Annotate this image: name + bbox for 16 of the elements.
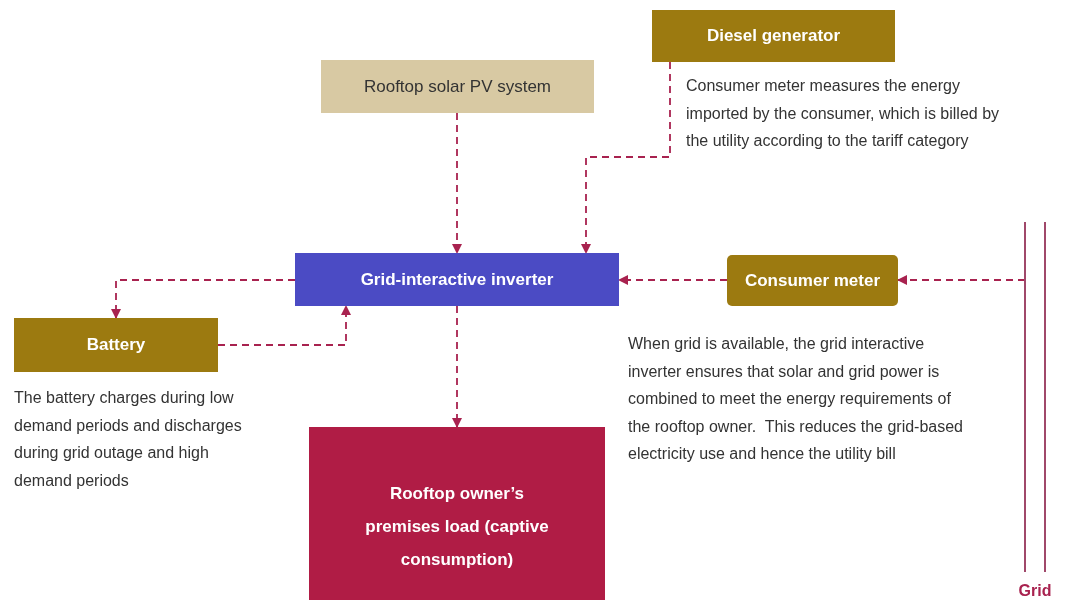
process-box: Rooftop solar PV system bbox=[321, 60, 594, 113]
arrow bbox=[452, 305, 462, 428]
arrow bbox=[581, 61, 671, 254]
arrow bbox=[897, 275, 1026, 285]
arrow bbox=[111, 279, 296, 319]
process-box: Consumer meter bbox=[727, 255, 898, 306]
process-box: Grid-interactive inverter bbox=[295, 253, 619, 306]
process-box: Battery bbox=[14, 318, 218, 372]
arrow bbox=[452, 112, 462, 254]
note-text: Consumer meter measures the energy imported by the consumer, which is billed by the utility according to the tariff category bbox=[686, 76, 1001, 151]
arrow bbox=[217, 305, 351, 346]
process-box: Diesel generator bbox=[652, 10, 895, 62]
arrow bbox=[618, 275, 728, 285]
note-text: The battery charges during low demand periods and discharges during grid outage and high demand periods bbox=[14, 388, 243, 491]
process-box: Rooftop owner’s premises load (captive consumption) bbox=[309, 427, 605, 600]
note-text: When grid is available, the grid interactive inverter ensures that solar and grid power is combined to meet the energy requirements of the rooftop owner. This reduces the grid-based electricity use and hence the utility bill bbox=[628, 334, 964, 464]
